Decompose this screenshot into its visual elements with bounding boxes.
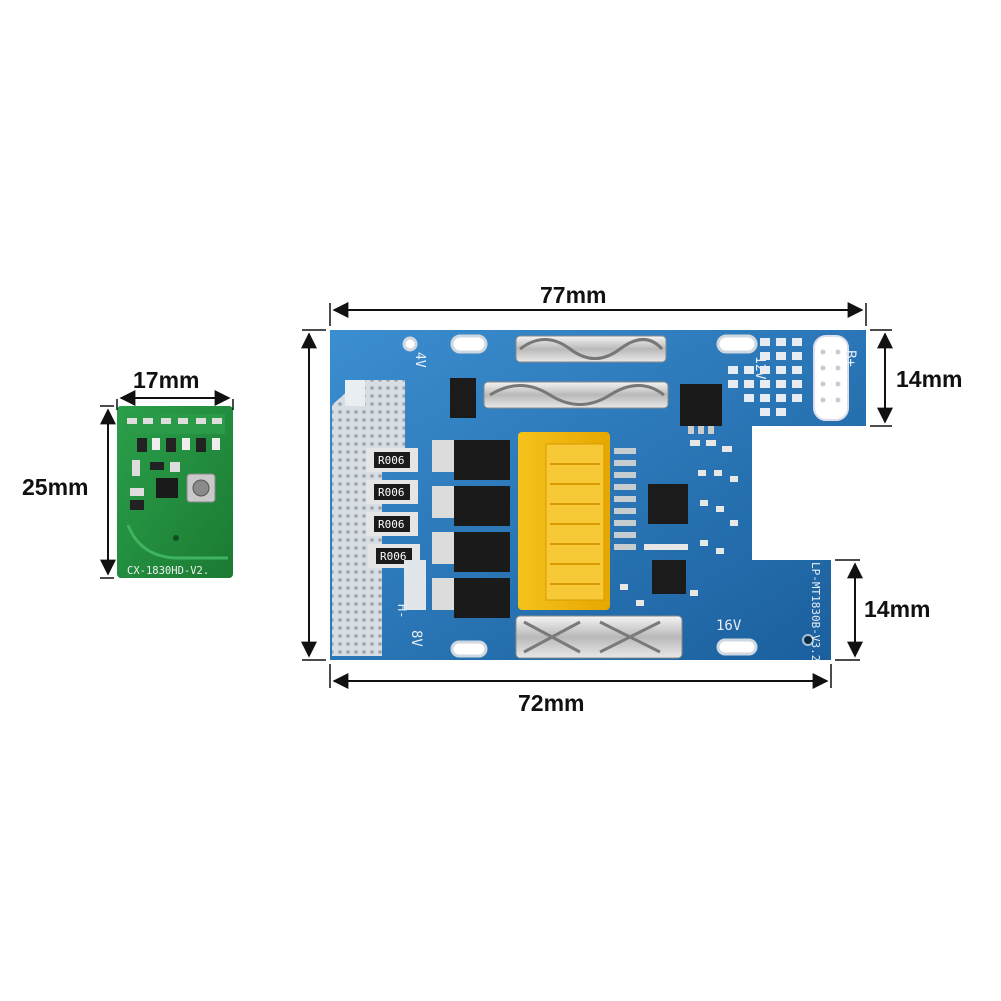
dimension-right-upper-height: 14mm bbox=[896, 366, 963, 392]
dimension-right-lower-height: 14mm bbox=[864, 596, 931, 622]
label-16v: 16V bbox=[716, 618, 742, 634]
large-board-mosfets bbox=[432, 440, 510, 618]
svg-text:R006: R006 bbox=[378, 454, 405, 467]
large-board-resistors: R006 R006 R006 R006 bbox=[366, 448, 420, 568]
small-board-dimension-lines bbox=[100, 390, 234, 579]
svg-text:R006: R006 bbox=[380, 550, 407, 563]
label-4v: 4V bbox=[412, 352, 427, 368]
large-board-top-ic bbox=[450, 378, 476, 418]
svg-text:R006: R006 bbox=[378, 486, 405, 499]
large-board-smd-parts bbox=[620, 440, 738, 606]
large-board-controller-ic bbox=[648, 484, 688, 524]
large-board-yellow-connector bbox=[518, 432, 610, 610]
small-board-top-components bbox=[125, 414, 225, 510]
large-board-pad-grid bbox=[728, 338, 802, 416]
large-board-bottom-terminal bbox=[515, 615, 683, 659]
dimension-small-width: 17mm bbox=[133, 367, 200, 393]
small-board-button bbox=[186, 473, 216, 503]
large-board-regulator bbox=[680, 384, 722, 426]
label-b-plus: B+ bbox=[842, 350, 858, 367]
small-board: CX-1830HD-V2. bbox=[117, 406, 233, 578]
svg-text:R006: R006 bbox=[378, 518, 405, 531]
small-board-trace bbox=[126, 524, 228, 560]
label-8v: 8V bbox=[408, 630, 424, 647]
large-board: R006 R006 R006 R006 bbox=[330, 330, 866, 661]
label-12v: 12V bbox=[752, 356, 767, 380]
dimension-bottom-width: 72mm bbox=[518, 690, 585, 716]
dimension-small-height: 25mm bbox=[22, 474, 89, 500]
label-l-plus: L+ bbox=[349, 388, 363, 402]
dimension-top-width: 77mm bbox=[540, 282, 607, 308]
large-board-marking: LP-MT1830B-V3.2 bbox=[809, 562, 822, 661]
label-h-minus: H- bbox=[395, 604, 409, 618]
large-board-pin-header bbox=[614, 448, 636, 550]
large-board-dimension-lines bbox=[301, 302, 893, 689]
small-board-marking: CX-1830HD-V2. bbox=[127, 565, 209, 577]
large-board-top-terminals bbox=[483, 335, 669, 409]
